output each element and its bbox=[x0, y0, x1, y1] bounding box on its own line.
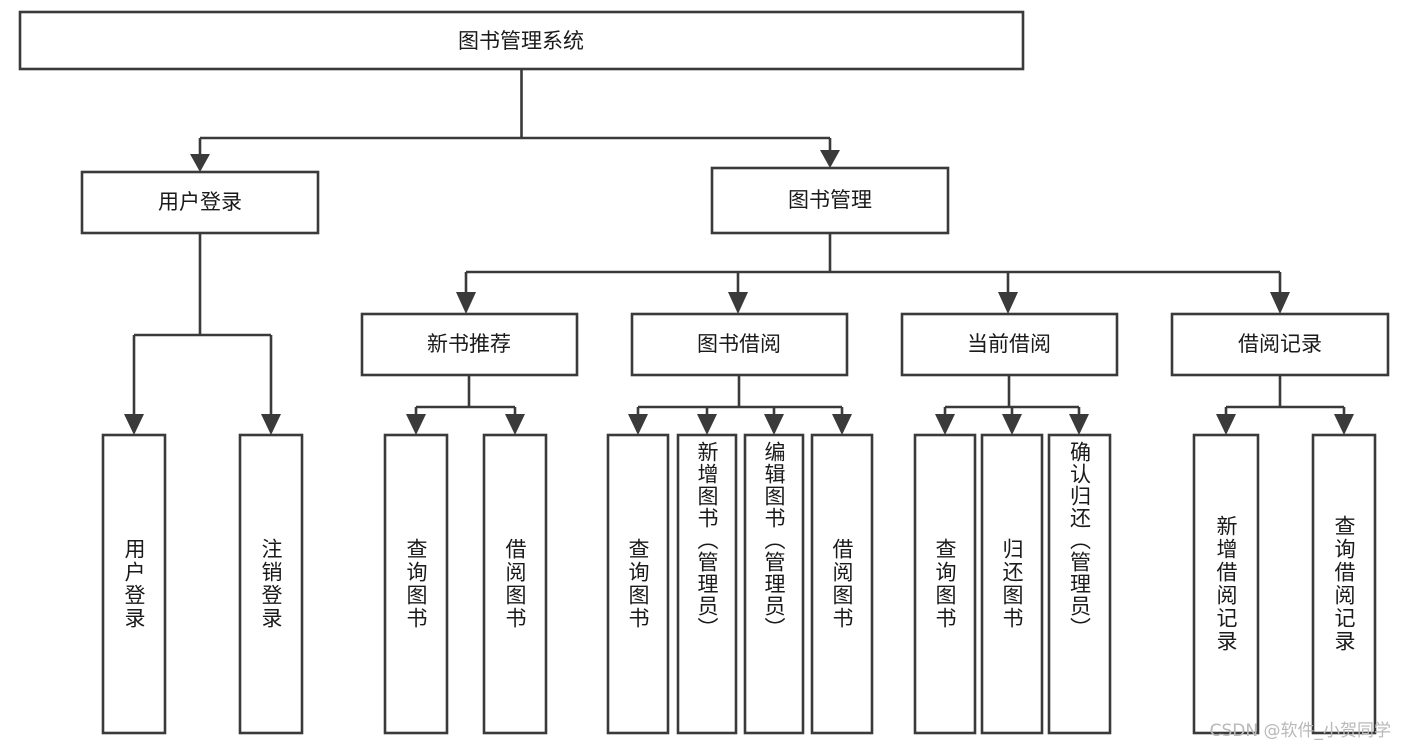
arrow-head-nbr-borrow-book bbox=[505, 414, 525, 435]
node-bb-edit-book-box[interactable] bbox=[743, 433, 805, 735]
node-new-book-recommend[interactable]: 新书推荐 bbox=[360, 312, 579, 377]
node-bb-query-book-box[interactable] bbox=[606, 433, 670, 735]
node-cb-query-book-label: 查询图书 bbox=[933, 538, 957, 630]
node-user-login[interactable]: 用户登录 bbox=[80, 170, 320, 235]
node-new-book-recommend-label: 新书推荐 bbox=[427, 332, 511, 356]
arrow-head-cb-query-book bbox=[935, 414, 955, 435]
node-bb-add-book-box[interactable] bbox=[676, 433, 738, 735]
node-current-borrow-label: 当前借阅 bbox=[967, 332, 1051, 356]
node-user-logout-leaf-box[interactable] bbox=[238, 433, 304, 735]
node-br-query-record-box[interactable] bbox=[1311, 433, 1377, 735]
node-nbr-borrow-book-label: 借阅图书 bbox=[503, 538, 527, 630]
node-nbr-query-book-box[interactable] bbox=[383, 433, 449, 735]
node-user-logout-leaf-label: 注销登录 bbox=[259, 538, 283, 630]
arrow-head-br-query-record bbox=[1334, 414, 1354, 435]
node-bb-query-book-label: 查询图书 bbox=[626, 538, 650, 630]
node-user-login-label: 用户登录 bbox=[158, 190, 242, 214]
node-nbr-borrow-book[interactable]: 借阅图书 bbox=[484, 435, 546, 733]
node-cb-confirm-return-label: 确认归还（管理员） bbox=[1067, 441, 1092, 639]
node-cb-confirm-return[interactable]: 确认归还（管理员） bbox=[1049, 435, 1110, 733]
node-bb-edit-book-label: 编辑图书（管理员） bbox=[762, 441, 786, 639]
node-cb-query-book[interactable]: 查询图书 bbox=[915, 435, 975, 733]
arrow-head-nbr-query-book bbox=[406, 414, 426, 435]
node-bb-borrow-book-box[interactable] bbox=[810, 433, 874, 735]
node-book-management-label: 图书管理 bbox=[788, 188, 872, 212]
node-bb-query-book[interactable]: 查询图书 bbox=[608, 435, 668, 733]
node-user-login-leaf[interactable]: 用户登录 bbox=[103, 435, 165, 733]
node-borrow-record[interactable]: 借阅记录 bbox=[1170, 312, 1390, 377]
node-nbr-borrow-book-box[interactable] bbox=[482, 433, 548, 735]
node-layer: 图书管理系统 用户登录 图书管理 新书推荐 图书借阅 bbox=[18, 10, 1390, 735]
node-bb-edit-book[interactable]: 编辑图书（管理员） bbox=[745, 435, 803, 733]
node-cb-return-book-box[interactable] bbox=[980, 433, 1044, 735]
node-bb-borrow-book[interactable]: 借阅图书 bbox=[812, 435, 872, 733]
arrow-head-bb-query-book bbox=[628, 414, 648, 435]
arrow-head-user-logout-leaf bbox=[261, 414, 281, 435]
node-current-borrow[interactable]: 当前借阅 bbox=[900, 312, 1119, 377]
node-bb-add-book[interactable]: 新增图书（管理员） bbox=[678, 435, 736, 733]
node-cb-return-book-label: 归还图书 bbox=[1000, 538, 1024, 630]
node-bb-borrow-book-label: 借阅图书 bbox=[830, 538, 854, 630]
node-br-add-record-box[interactable] bbox=[1192, 433, 1260, 735]
arrow-head-borrow-record bbox=[1270, 292, 1290, 314]
arrow-head-bb-borrow-book bbox=[832, 414, 852, 435]
node-user-login-leaf-label: 用户登录 bbox=[122, 538, 146, 630]
arrow-head-cb-return-book bbox=[1002, 414, 1022, 435]
node-br-add-record[interactable]: 新增借阅记录 bbox=[1194, 435, 1258, 733]
arrow-head-cb-confirm-return bbox=[1069, 414, 1089, 435]
arrow-head-current-borrow bbox=[998, 292, 1018, 314]
arrow-head-user-login-leaf bbox=[124, 414, 144, 435]
node-nbr-query-book[interactable]: 查询图书 bbox=[385, 435, 447, 733]
node-user-login-leaf-box[interactable] bbox=[101, 433, 167, 735]
node-br-query-record-label: 查询借阅记录 bbox=[1332, 515, 1356, 653]
node-br-add-record-label: 新增借阅记录 bbox=[1214, 515, 1238, 653]
node-root[interactable]: 图书管理系统 bbox=[18, 10, 1025, 71]
node-cb-confirm-return-box[interactable] bbox=[1047, 433, 1112, 735]
node-book-management[interactable]: 图书管理 bbox=[710, 166, 950, 235]
node-nbr-query-book-label: 查询图书 bbox=[404, 538, 428, 630]
node-br-query-record[interactable]: 查询借阅记录 bbox=[1313, 435, 1375, 733]
connector-layer bbox=[124, 69, 1354, 435]
arrow-head-br-add-record bbox=[1216, 414, 1236, 435]
arrow-head-book-borrow bbox=[728, 292, 748, 314]
node-book-borrow-label: 图书借阅 bbox=[697, 332, 781, 356]
node-book-borrow[interactable]: 图书借阅 bbox=[630, 312, 849, 377]
node-root-label: 图书管理系统 bbox=[458, 29, 584, 53]
arrow-head-bb-edit-book bbox=[764, 414, 784, 435]
node-cb-query-book-box[interactable] bbox=[913, 433, 977, 735]
node-bb-add-book-label: 新增图书（管理员） bbox=[695, 441, 719, 639]
node-user-logout-leaf[interactable]: 注销登录 bbox=[240, 435, 302, 733]
arrow-head-book-management bbox=[820, 150, 840, 168]
arrow-head-user-login bbox=[190, 154, 210, 172]
arrow-head-new-book-recommend bbox=[456, 292, 476, 314]
arrow-head-bb-add-book bbox=[697, 414, 717, 435]
node-cb-return-book[interactable]: 归还图书 bbox=[982, 435, 1042, 733]
node-borrow-record-label: 借阅记录 bbox=[1238, 332, 1322, 356]
